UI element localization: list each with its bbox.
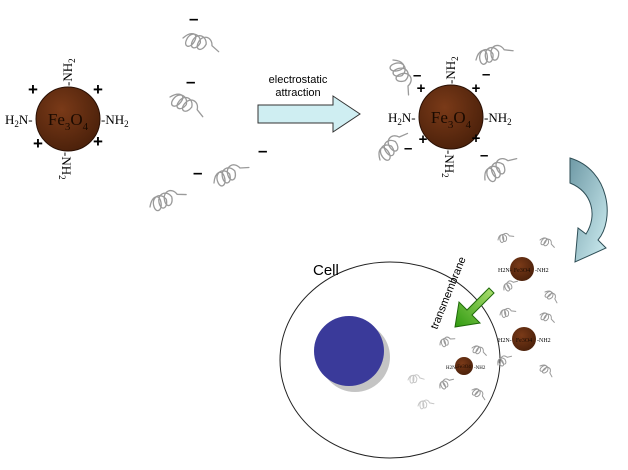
minus-sign: – [404, 140, 412, 157]
nucleus [314, 316, 384, 386]
polymer-coil-icon [146, 184, 188, 214]
minus-sign: – [413, 67, 421, 84]
minus-sign: – [258, 141, 267, 160]
polymer-coil-icon [166, 90, 208, 120]
minus-sign: – [193, 163, 202, 182]
plus-sign: + [472, 130, 481, 147]
left-amine-label: H2N- [498, 268, 512, 274]
core-label: Fe3O4 [48, 110, 89, 133]
arrow-label-line2: attraction [275, 87, 320, 99]
right-amine-label: -NH2 [537, 338, 551, 344]
free-polymer-coils: – – – – [146, 9, 267, 214]
minus-sign: – [482, 66, 490, 83]
plus-sign: + [28, 80, 38, 99]
bottom-amine-label: -NH2 [57, 152, 74, 180]
coated-particle: Fe3O4 H2N- -NH2 -NH2 -NH2 + + + + – – – … [374, 40, 520, 186]
core-label: Fe3O4 [514, 268, 530, 274]
green-arrow-icon [454, 287, 495, 328]
curved-arrow [569, 157, 608, 263]
minus-sign: – [186, 72, 195, 91]
left-amine-label: H2N- [498, 338, 512, 344]
right-amine-label: -NH2 [535, 268, 549, 274]
left-amine-label: H2N- [388, 110, 416, 127]
plus-sign: + [417, 80, 426, 97]
electrostatic-arrow: electrostatic attraction [257, 74, 361, 133]
plus-sign: + [419, 131, 428, 148]
cell: Cell [279, 261, 501, 459]
polymer-coil-icon [537, 362, 556, 379]
core-label: Fe3O4 [516, 338, 532, 344]
arrow-label-line1: electrostatic [269, 74, 328, 86]
plus-sign: + [472, 80, 481, 97]
core-label: Fe3O4 [457, 365, 471, 370]
plus-sign: + [33, 134, 43, 153]
fe3o4-core [35, 86, 101, 152]
small-particle-upper: Fe3O4 H2N- -NH2 [496, 230, 561, 305]
small-particle-middle: Fe3O4 H2N- -NH2 [495, 305, 557, 379]
minus-sign: – [480, 147, 488, 164]
polymer-coil-icon [180, 30, 223, 56]
polymer-coil-icon [473, 40, 515, 67]
fe3o4-core [455, 357, 473, 375]
plus-sign: + [93, 132, 103, 151]
right-arrow-icon [257, 95, 361, 133]
fe3o4-core [510, 257, 534, 281]
small-particle-inside-cell: Fe3O4 H2N- -NH2 [437, 333, 489, 402]
minus-sign: – [189, 9, 198, 28]
cell-label: Cell [313, 262, 339, 279]
left-amine-label: H2N- [446, 366, 458, 371]
fe3o4-core [418, 84, 484, 150]
polymer-coil-icon [538, 235, 557, 250]
core-label: Fe3O4 [431, 108, 472, 131]
bottom-amine-label: -NH2 [440, 150, 457, 178]
right-amine-label: -NH2 [484, 110, 512, 127]
polymer-coil-icon [498, 305, 517, 320]
left-amine-label: H2N- [5, 112, 33, 129]
polymer-coil-icon [538, 310, 557, 325]
top-amine-label: -NH2 [60, 58, 77, 86]
fe3o4-core [512, 327, 536, 351]
polymer-coil-icon [209, 157, 251, 190]
amine-particle-left: Fe3O4 H2N- -NH2 -NH2 -NH2 + + + + [5, 58, 129, 179]
polymer-coil-icon [496, 230, 515, 245]
top-amine-label: -NH2 [443, 56, 460, 84]
right-amine-label: -NH2 [474, 366, 486, 371]
cell-membrane [279, 261, 501, 459]
curved-down-arrow-icon [569, 157, 608, 263]
plus-sign: + [93, 80, 103, 99]
right-amine-label: -NH2 [101, 112, 129, 129]
polymer-coil-icon [542, 288, 561, 305]
